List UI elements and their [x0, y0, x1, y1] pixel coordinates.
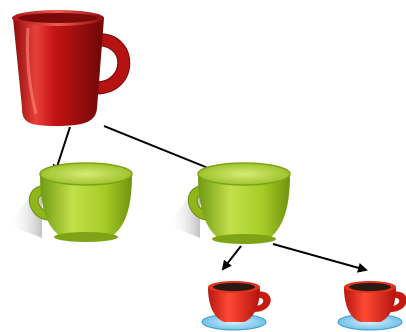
red-teacup-left-icon: [201, 281, 271, 331]
red-mug-icon: [12, 10, 131, 126]
red-teacup-right-icon: [337, 281, 406, 331]
arrow-cup-right-to-teacup-left: [221, 245, 242, 271]
green-cup-left-icon: [8, 162, 133, 242]
green-cup-right-icon: [168, 162, 291, 244]
arrow-cup-right-to-teacup-right: [272, 243, 368, 273]
